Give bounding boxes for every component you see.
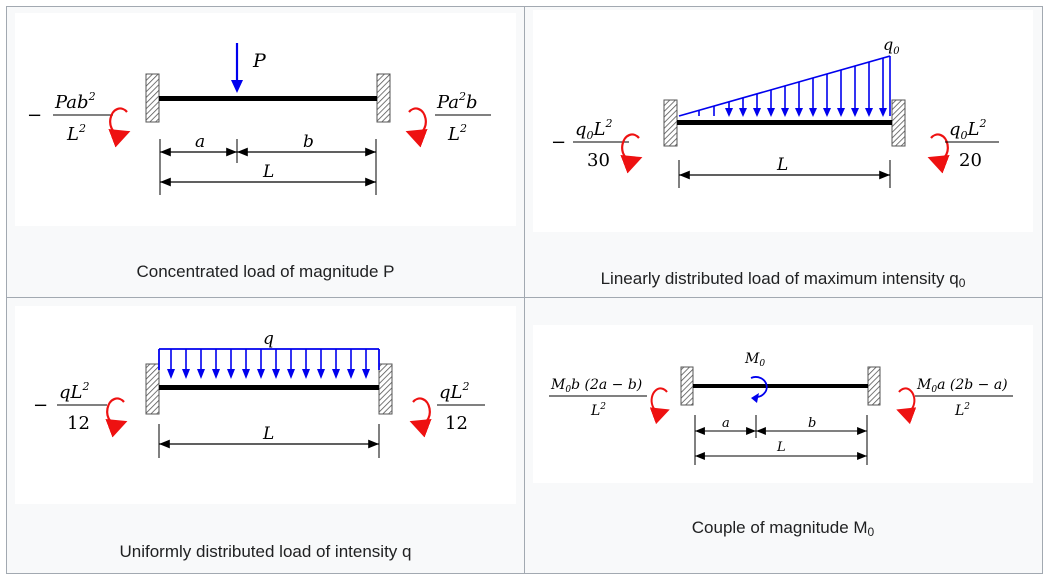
left-moment-arrow xyxy=(649,387,670,425)
couple-label-m0: M0 xyxy=(744,351,765,369)
right-moment-arrow xyxy=(405,107,428,148)
left-fixed-support xyxy=(663,99,678,147)
label-l: L xyxy=(776,440,786,455)
label-l: L xyxy=(262,162,274,182)
right-fixed-support xyxy=(376,73,391,123)
right-moment-numerator: qL2 xyxy=(439,380,469,403)
right-moment-arrow xyxy=(927,133,950,174)
left-moment-denominator: L2 xyxy=(590,402,606,419)
caption-concentrated-load: Concentrated load of magnitude P xyxy=(136,262,395,281)
right-moment-numerator: q0L2 xyxy=(949,117,986,142)
point-load-arrow-head xyxy=(231,80,243,93)
beam-diagram-concentrated: P a b L − Pab2 L2 Pa2b L2 xyxy=(27,43,491,195)
left-moment-sign: − xyxy=(551,132,566,153)
caption-uniform-load: Uniformly distributed load of intensity … xyxy=(119,542,412,561)
left-fixed-support xyxy=(680,366,694,406)
left-moment-numerator: Pab2 xyxy=(54,90,96,113)
left-moment-arrow xyxy=(108,107,131,148)
caption-linear-load: Linearly distributed load of maximum int… xyxy=(600,269,966,290)
distributed-load-arrows xyxy=(698,58,884,116)
left-moment-denominator: L2 xyxy=(66,122,86,145)
left-moment-denominator: 12 xyxy=(67,413,90,434)
right-fixed-support xyxy=(378,363,393,415)
caption-couple: Couple of magnitude M0 xyxy=(691,518,875,539)
left-fixed-support xyxy=(145,363,160,415)
label-b: b xyxy=(303,132,314,152)
label-a: a xyxy=(722,416,730,431)
uniform-load-arrows xyxy=(170,349,367,372)
left-moment-numerator: M0b (2a − b) xyxy=(550,377,642,395)
uniform-load-arrow-heads xyxy=(167,369,370,379)
left-moment-sign: − xyxy=(33,395,48,416)
left-moment-numerator: q0L2 xyxy=(575,117,612,142)
panel-linear-load: q0 L − q0L2 30 q0L2 20 xyxy=(533,10,1033,232)
beam-diagram-linear: q0 L − q0L2 30 q0L2 20 xyxy=(551,35,999,188)
couple-arrow xyxy=(750,376,768,398)
panel-concentrated-load: P a b L − Pab2 L2 Pa2b L2 xyxy=(15,13,516,226)
right-moment-denominator: L2 xyxy=(954,402,970,419)
beam xyxy=(159,385,379,390)
right-moment-denominator: L2 xyxy=(447,122,467,145)
load-label-p: P xyxy=(252,50,267,72)
right-fixed-support xyxy=(867,366,881,406)
distributed-load-arrow-heads xyxy=(725,108,887,117)
label-l: L xyxy=(262,424,274,444)
load-label-q: q xyxy=(263,329,274,349)
right-moment-numerator: Pa2b xyxy=(436,90,478,113)
right-moment-numerator: M0a (2b − a) xyxy=(916,377,1008,395)
left-moment-arrow xyxy=(105,397,128,438)
table-divider-horizontal xyxy=(6,297,1043,298)
left-moment-arrow xyxy=(620,133,643,174)
beam-diagram-couple: M0 a b L M0b (2a − b) L2 M0a (2b − a) L2 xyxy=(549,351,1013,465)
label-b: b xyxy=(808,416,816,431)
right-moment-denominator: 12 xyxy=(445,413,468,434)
label-l: L xyxy=(776,155,788,175)
left-moment-numerator: qL2 xyxy=(59,380,89,403)
left-moment-sign: − xyxy=(27,105,42,126)
panel-uniform-load: q L − qL2 12 qL2 12 xyxy=(15,306,516,504)
table-divider-vertical xyxy=(524,6,525,574)
left-moment-denominator: 30 xyxy=(587,150,610,171)
beam-diagram-uniform: q L − qL2 12 qL2 12 xyxy=(33,329,485,458)
panel-couple: M0 a b L M0b (2a − b) L2 M0a (2b − a) L2 xyxy=(533,325,1033,483)
beam xyxy=(159,96,377,101)
right-fixed-support xyxy=(891,99,906,147)
right-moment-arrow xyxy=(896,387,917,425)
right-moment-denominator: 20 xyxy=(959,150,982,171)
beam xyxy=(693,384,868,388)
beam xyxy=(677,120,892,125)
right-moment-arrow xyxy=(409,397,432,438)
load-label-q0: q0 xyxy=(883,35,900,57)
left-fixed-support xyxy=(145,73,160,123)
label-a: a xyxy=(195,132,205,152)
couple-arrow-head xyxy=(751,393,759,403)
